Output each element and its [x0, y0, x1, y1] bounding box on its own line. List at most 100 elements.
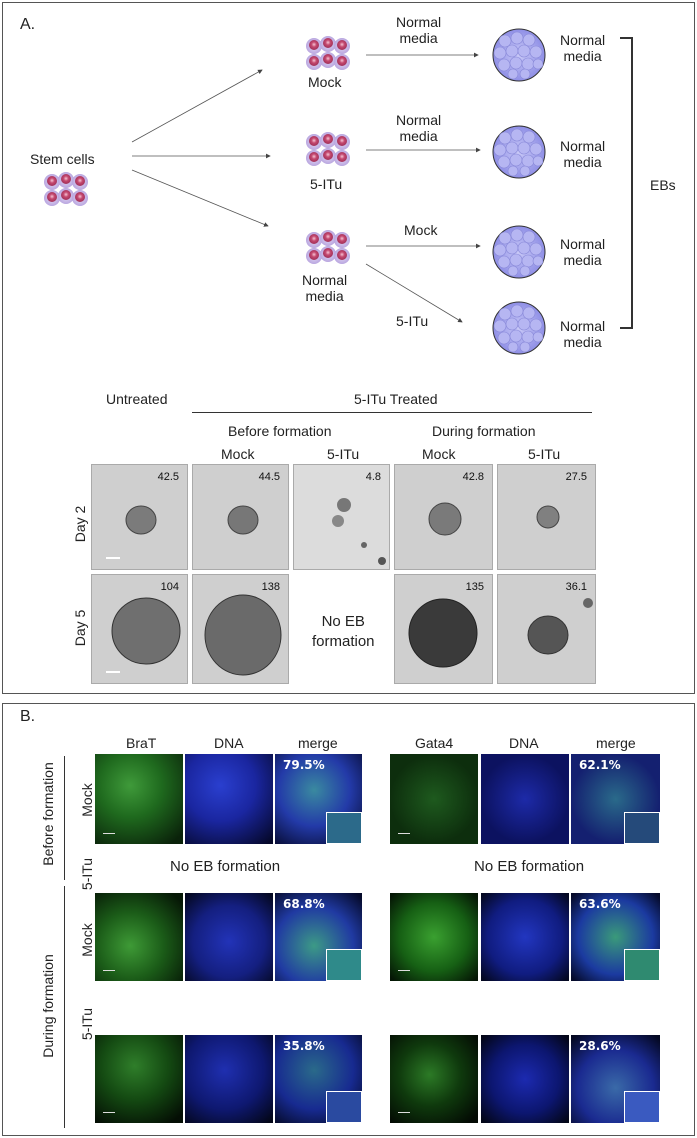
no-eb-line: formation — [312, 633, 375, 650]
during-formation-label: During formation — [40, 954, 56, 1058]
untreated-header: Untreated — [106, 391, 168, 407]
col-header: Mock — [221, 446, 255, 462]
zoom-inset — [624, 812, 660, 844]
stem-cells-cluster — [44, 172, 88, 206]
normal-media-line1: Normal — [302, 272, 348, 288]
before-formation-label: Before formation — [40, 762, 56, 866]
row-label-day5: Day 5 — [72, 609, 88, 647]
zoom-inset — [326, 812, 362, 844]
eb-sphere — [492, 301, 546, 355]
fluorescence-image: 68.8% — [275, 893, 362, 981]
eb-size-value: 44.5 — [258, 471, 280, 483]
micrograph: 44.5 — [192, 464, 289, 570]
itu-cells-cluster — [306, 132, 350, 166]
arrow-label-row1: Normal media — [396, 14, 441, 46]
micrograph: 27.5 — [497, 464, 596, 570]
eb-size-value: 4.8 — [365, 471, 381, 483]
arrow-label-line: Normal — [396, 112, 442, 128]
eb-label-line: Normal — [560, 138, 606, 154]
micrograph: 135 — [394, 574, 493, 684]
arrow-label-row3: Mock — [404, 222, 438, 238]
eb-sphere — [492, 125, 546, 179]
panel-b — [2, 703, 695, 1136]
eb-label-line: Normal — [560, 32, 606, 48]
fluorescence-image — [95, 893, 183, 981]
fluorescence-image: 35.8% — [275, 1035, 362, 1123]
schematic-diagram — [44, 28, 633, 355]
fluorescence-image — [481, 754, 569, 844]
eb-label-line: Normal — [560, 236, 606, 252]
scale-bar — [398, 1111, 410, 1113]
fluorescence-image — [481, 1035, 569, 1123]
arrow-label-line: Normal — [396, 14, 442, 30]
eb-label-line: media — [563, 252, 602, 268]
stem-cells-label: Stem cells — [30, 151, 95, 167]
row-label-itu: 5-ITu — [79, 1007, 95, 1041]
arrow — [365, 263, 463, 323]
during-bracket — [64, 886, 65, 1128]
col-header: Mock — [422, 446, 456, 462]
before-bracket — [64, 756, 65, 880]
percentage-label: 79.5% — [283, 758, 325, 772]
mock-cells-cluster — [306, 36, 350, 70]
normal-media-cells-cluster — [306, 230, 350, 264]
fluorescence-image — [481, 893, 569, 981]
eb-size-value: 138 — [261, 581, 280, 593]
no-eb-formation-left: No EB formation — [170, 858, 281, 875]
col-header: 5-ITu — [327, 446, 360, 462]
no-eb-formation-right: No EB formation — [474, 858, 585, 875]
eb-label-1: Normal media — [560, 32, 605, 64]
fluorescence-image — [95, 1035, 183, 1123]
scale-bar — [103, 969, 115, 971]
percentage-label: 68.8% — [283, 897, 325, 911]
fluorescence-image — [185, 1035, 273, 1123]
no-eb-formation-text: No EB formation — [312, 612, 375, 652]
normal-media-line2: media — [305, 288, 344, 304]
zoom-inset — [624, 1091, 660, 1123]
fluorescence-image: 62.1% — [571, 754, 660, 844]
stain-header: DNA — [214, 735, 244, 751]
micrograph: 4.8 — [293, 464, 390, 570]
eb-size-value: 36.1 — [565, 581, 587, 593]
panel-a — [2, 2, 695, 694]
ebs-bracket — [620, 37, 633, 329]
stain-header: DNA — [509, 735, 539, 751]
micrograph: 104 — [91, 574, 188, 684]
arrow-label-line: media — [399, 30, 438, 46]
arrow-label-row4: 5-ITu — [396, 313, 429, 329]
fluorescence-image — [95, 754, 183, 844]
zoom-inset — [326, 949, 362, 981]
eb-label-2: Normal media — [560, 138, 605, 170]
mock-label: Mock — [308, 74, 342, 90]
stain-header: merge — [596, 735, 636, 751]
fluorescence-image: 79.5% — [275, 754, 362, 844]
itu-label: 5-ITu — [310, 176, 343, 192]
fluorescence-image — [390, 754, 478, 844]
scale-bar — [106, 671, 120, 673]
panel-a-label: A. — [20, 16, 36, 33]
micrograph: 42.8 — [394, 464, 493, 570]
eb-sphere — [492, 225, 546, 279]
eb-label-line: Normal — [560, 318, 606, 334]
percentage-label: 35.8% — [283, 1039, 325, 1053]
ebs-label: EBs — [650, 177, 676, 193]
treated-header: 5-ITu Treated — [354, 391, 438, 407]
eb-label-line: media — [563, 334, 602, 350]
eb-size-value: 42.8 — [462, 471, 484, 483]
arrow — [131, 169, 269, 227]
scale-bar — [398, 832, 410, 834]
scale-bar — [103, 832, 115, 834]
scale-bar — [398, 969, 410, 971]
scale-bar — [103, 1111, 115, 1113]
eb-label-4: Normal media — [560, 318, 605, 350]
fluorescence-image: 28.6% — [571, 1035, 660, 1123]
percentage-label: 62.1% — [579, 758, 621, 772]
eb-label-3: Normal media — [560, 236, 605, 268]
eb-label-line: media — [563, 154, 602, 170]
row-label-itu: 5-ITu — [79, 857, 95, 891]
row-label-day2: Day 2 — [72, 505, 88, 543]
during-header: During formation — [432, 423, 536, 439]
percentage-label: 28.6% — [579, 1039, 621, 1053]
eb-size-value: 27.5 — [565, 471, 587, 483]
eb-size-value: 104 — [160, 581, 179, 593]
